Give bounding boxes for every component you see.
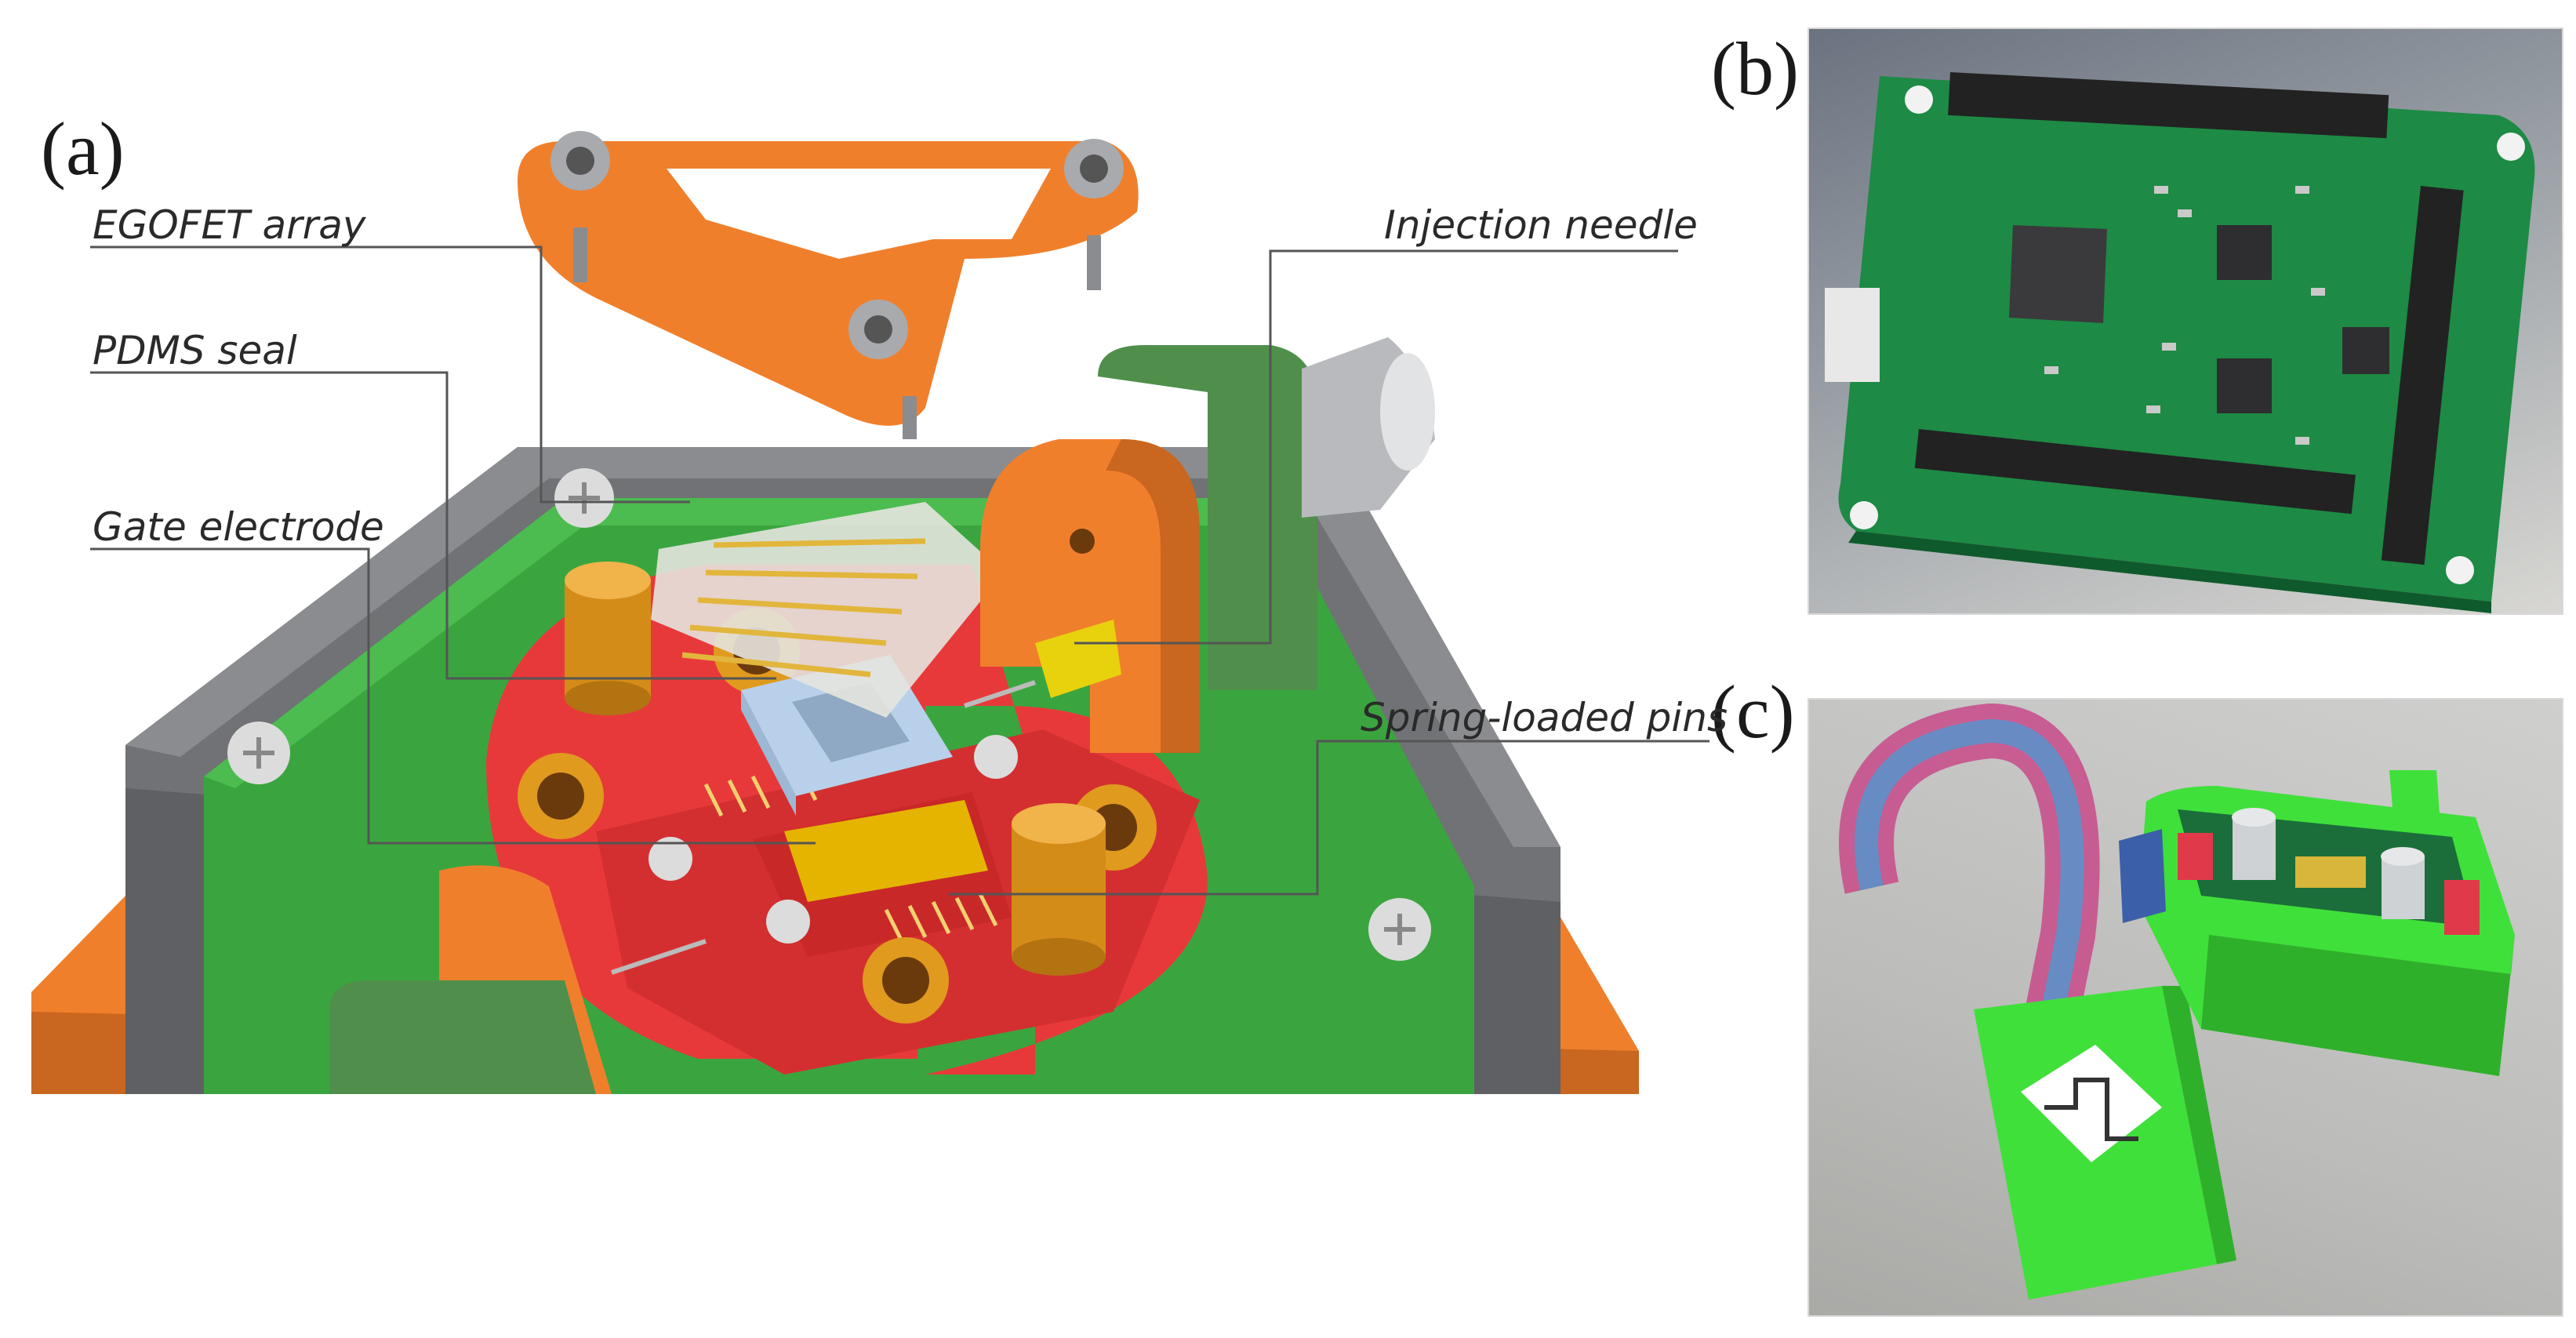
leader-pdms [90, 371, 776, 680]
panel-label-b: (b) [1711, 27, 1799, 111]
leader-gate [90, 547, 816, 845]
contact-strip [784, 800, 988, 902]
green-cap [1098, 345, 1317, 690]
leader-injection [1074, 249, 1678, 645]
pcb-screw [554, 468, 614, 528]
panel-b-photo [1808, 27, 2563, 615]
callout-gate-electrode: Gate electrode [93, 504, 384, 550]
capacitor [2232, 808, 2276, 880]
panel-c-photo [1808, 698, 2563, 1317]
callout-pdms-seal: PDMS seal [93, 328, 297, 373]
needle-holder [980, 439, 1200, 753]
luer-fitting [1035, 620, 1121, 698]
knob [1012, 803, 1106, 976]
knob [565, 562, 651, 715]
front-cap [329, 980, 596, 1094]
clamp-screw [1064, 139, 1124, 198]
pcb-screw [1368, 898, 1431, 961]
leader-egofet [90, 245, 690, 504]
panel-label-a: (a) [41, 107, 125, 191]
callout-egofet-array: EGOFET array [93, 202, 366, 248]
callout-spring-loaded-pins: Spring-loaded pins [1361, 695, 1728, 740]
transistor-symbol-label [2021, 1045, 2162, 1162]
leader-springs [949, 740, 1709, 896]
callout-injection-needle: Injection needle [1384, 202, 1698, 248]
gold-ring [863, 937, 949, 1023]
panel-label-c: (c) [1711, 670, 1795, 754]
gold-ring [518, 753, 604, 839]
mcu-chip [2009, 225, 2107, 323]
capacitor [2381, 847, 2425, 919]
dsub-connector [2119, 829, 2166, 923]
clamp-screw [550, 131, 610, 191]
pcb-screw [227, 722, 290, 784]
clamp-screw [848, 300, 908, 359]
